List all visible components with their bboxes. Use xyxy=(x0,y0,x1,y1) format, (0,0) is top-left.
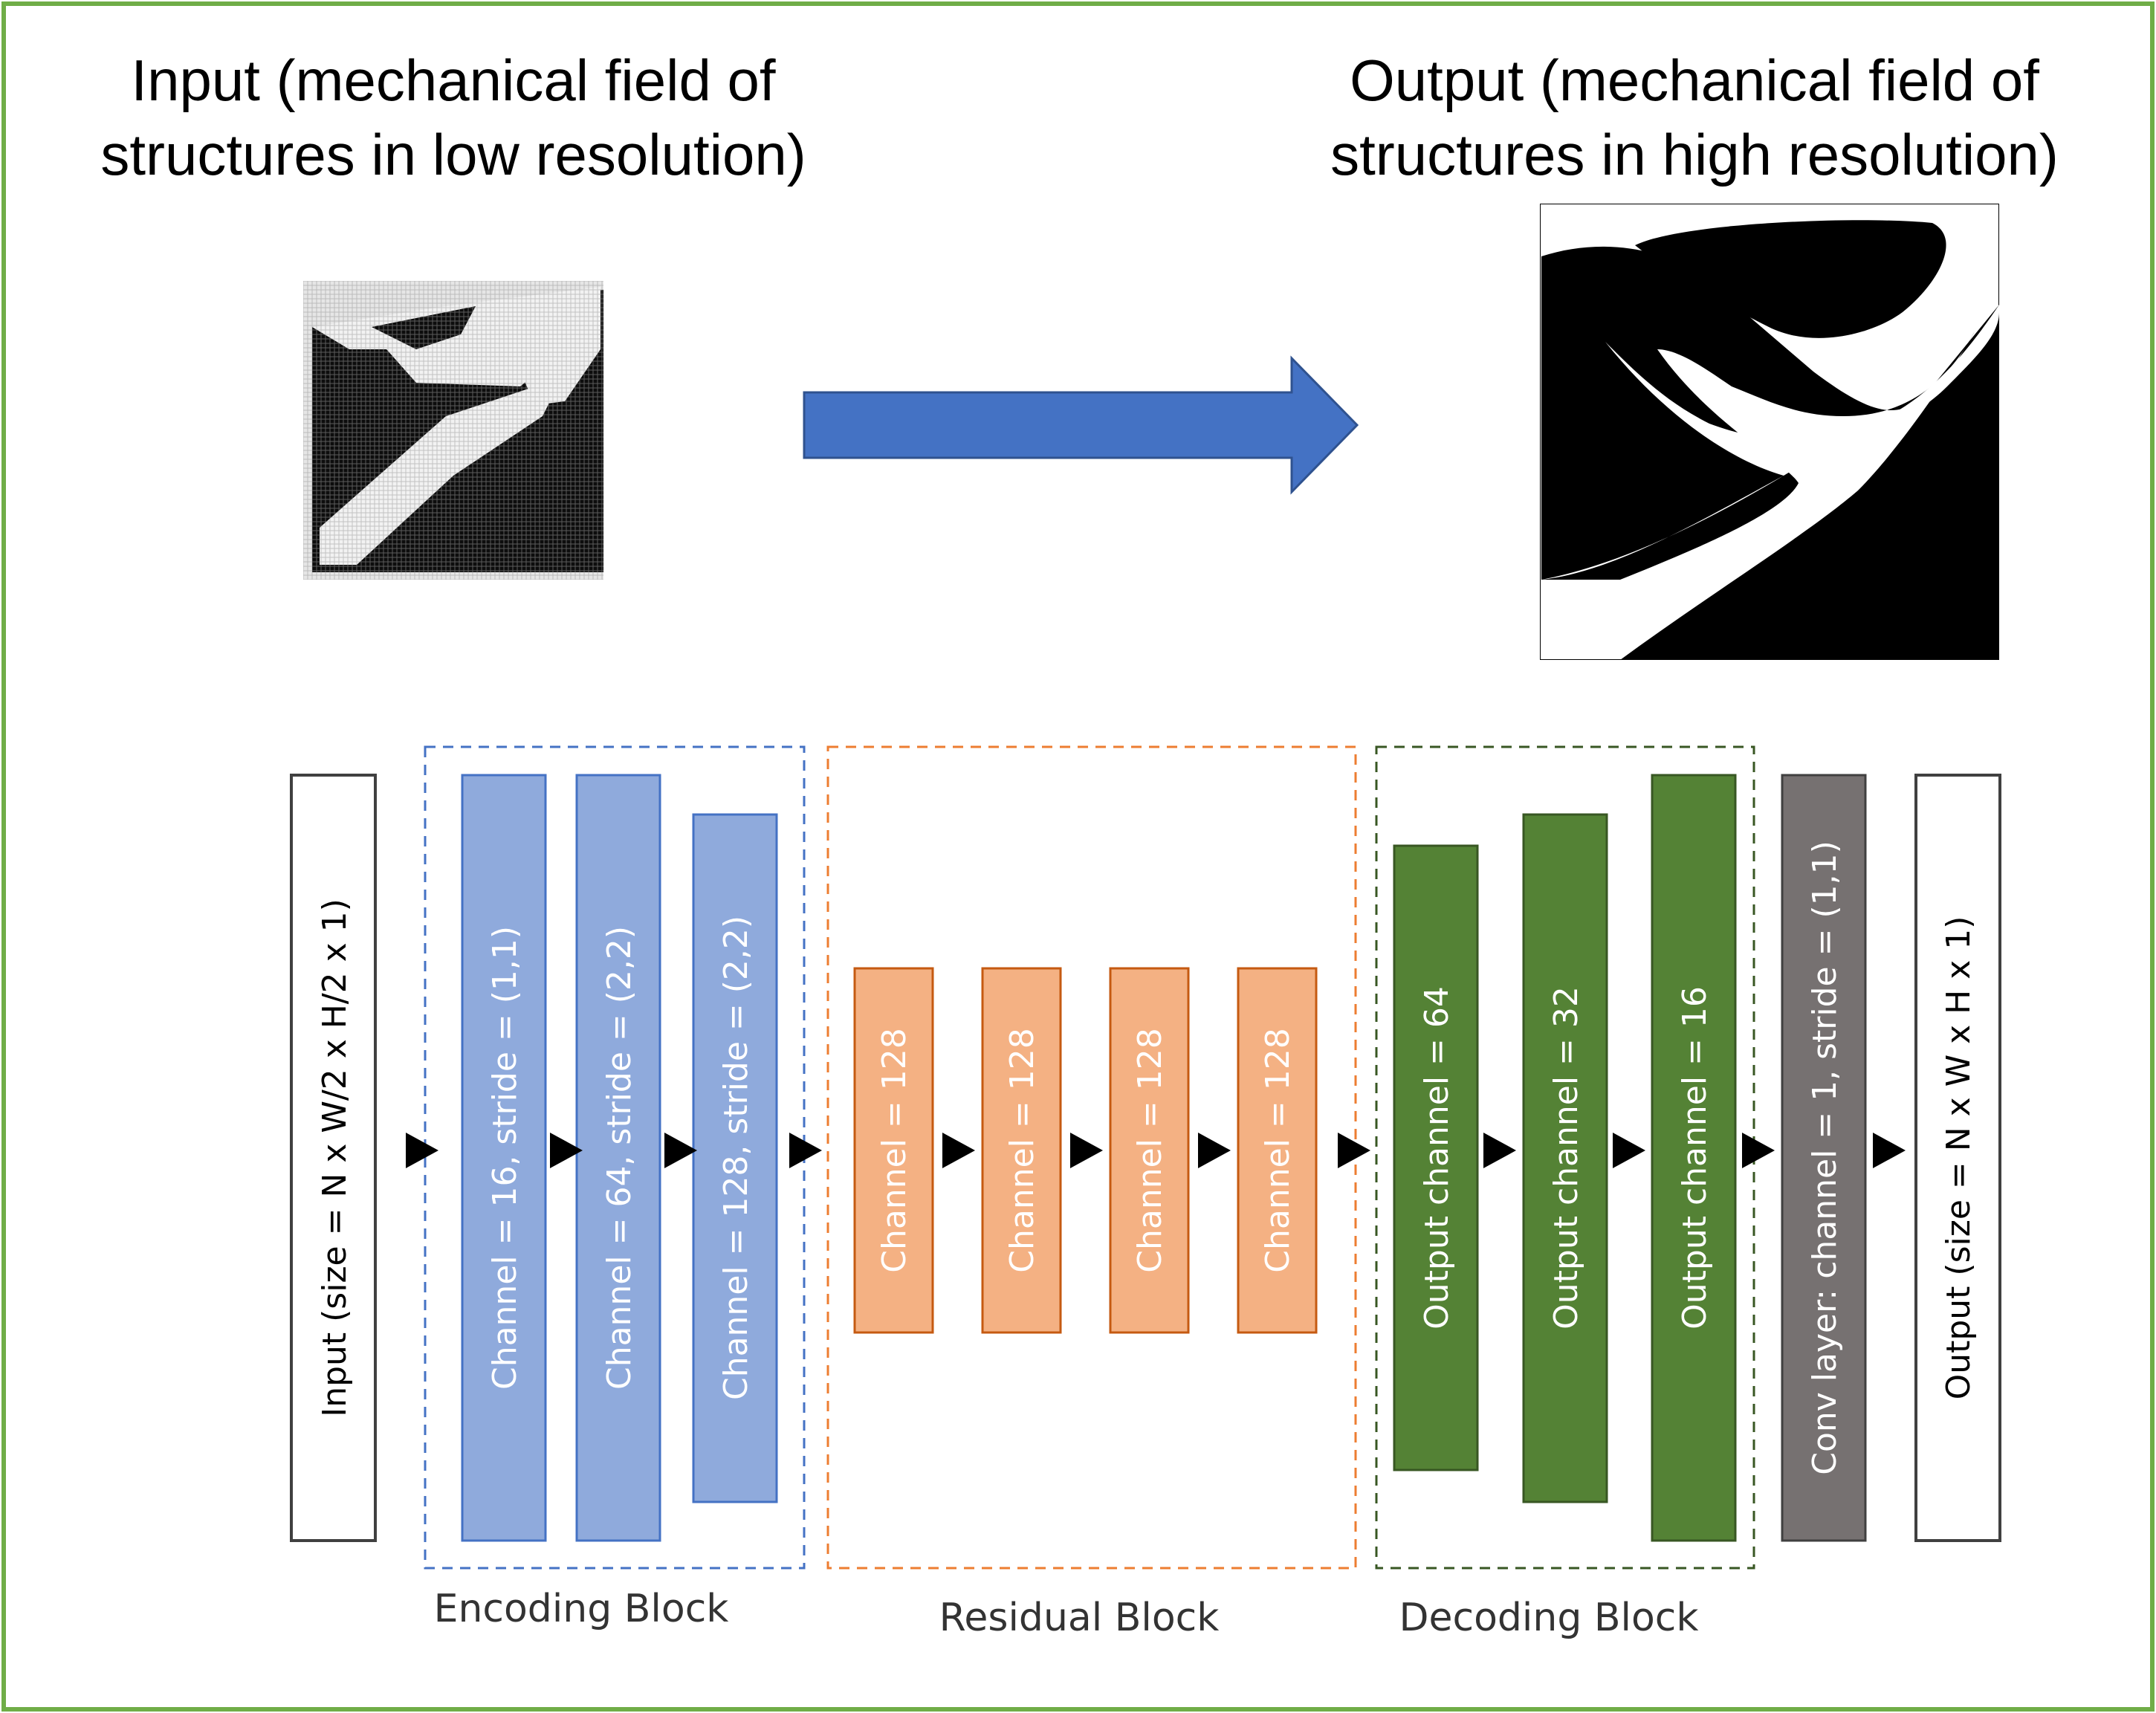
input-size-label: Input (size = N x W/2 x H/2 x 1) xyxy=(316,898,354,1417)
residual-label-2: Channel = 128 xyxy=(1003,1028,1041,1272)
output-size-box xyxy=(1914,774,2001,1542)
residual-block-frame xyxy=(826,745,1357,1570)
flow-arrowhead xyxy=(1613,1133,1645,1168)
conv-layer-box xyxy=(1781,774,1867,1542)
flow-arrowhead xyxy=(1742,1133,1775,1168)
flow-arrowhead xyxy=(1873,1133,1906,1168)
output-size-label: Output (size = N x W x H x 1) xyxy=(1940,916,1978,1400)
decoding-label-2: Output channel = 32 xyxy=(1547,986,1585,1330)
residual-block-label: Residual Block xyxy=(939,1596,1220,1640)
flow-arrowhead xyxy=(1338,1133,1370,1168)
encoding-label-2: Channel = 64, stride = (2,2) xyxy=(600,926,638,1390)
decoding-label-1: Output channel = 64 xyxy=(1418,986,1456,1330)
residual-box-1 xyxy=(853,967,934,1334)
conv-layer-label: Conv layer: channel = 1, stride = (1,1) xyxy=(1806,841,1844,1475)
flow-arrowhead xyxy=(1198,1133,1231,1168)
flow-arrowhead xyxy=(1483,1133,1516,1168)
flow-arrowhead xyxy=(664,1133,697,1168)
high-resolution-output-image xyxy=(1540,204,1999,660)
decoding-box-1 xyxy=(1393,844,1479,1471)
flow-arrowhead xyxy=(406,1133,438,1168)
residual-label-4: Channel = 128 xyxy=(1259,1028,1297,1272)
residual-box-3 xyxy=(1109,967,1190,1334)
input-size-box xyxy=(290,774,377,1542)
input-title-line1: Input (mechanical field of xyxy=(131,48,775,113)
flow-arrowhead xyxy=(550,1133,583,1168)
low-resolution-input-image xyxy=(303,281,603,580)
flow-arrowhead xyxy=(789,1133,822,1168)
encoding-box-1 xyxy=(461,774,547,1542)
encoding-box-2 xyxy=(575,774,661,1542)
input-title-line2: structures in low resolution) xyxy=(100,122,806,187)
encoding-block-label: Encoding Block xyxy=(434,1587,729,1631)
flow-arrowhead xyxy=(1070,1133,1103,1168)
decoding-box-2 xyxy=(1522,813,1608,1503)
decoding-label-3: Output channel = 16 xyxy=(1676,986,1714,1330)
residual-label-1: Channel = 128 xyxy=(875,1028,913,1272)
residual-label-3: Channel = 128 xyxy=(1131,1028,1169,1272)
encoding-label-1: Channel = 16, stride = (1,1) xyxy=(486,926,524,1390)
flow-arrowheads xyxy=(406,1133,1906,1168)
upscale-arrow xyxy=(803,355,1359,495)
encoding-box-3 xyxy=(692,813,778,1503)
encoding-label-3: Channel = 128, stride = (2,2) xyxy=(717,916,755,1400)
decoding-box-3 xyxy=(1651,774,1737,1542)
decoding-block-label: Decoding Block xyxy=(1399,1596,1698,1640)
residual-box-2 xyxy=(981,967,1062,1334)
residual-box-4 xyxy=(1237,967,1318,1334)
output-title-line1: Output (mechanical field of xyxy=(1350,48,2039,113)
flow-arrowhead xyxy=(942,1133,975,1168)
output-title-line2: structures in high resolution) xyxy=(1330,122,2059,187)
